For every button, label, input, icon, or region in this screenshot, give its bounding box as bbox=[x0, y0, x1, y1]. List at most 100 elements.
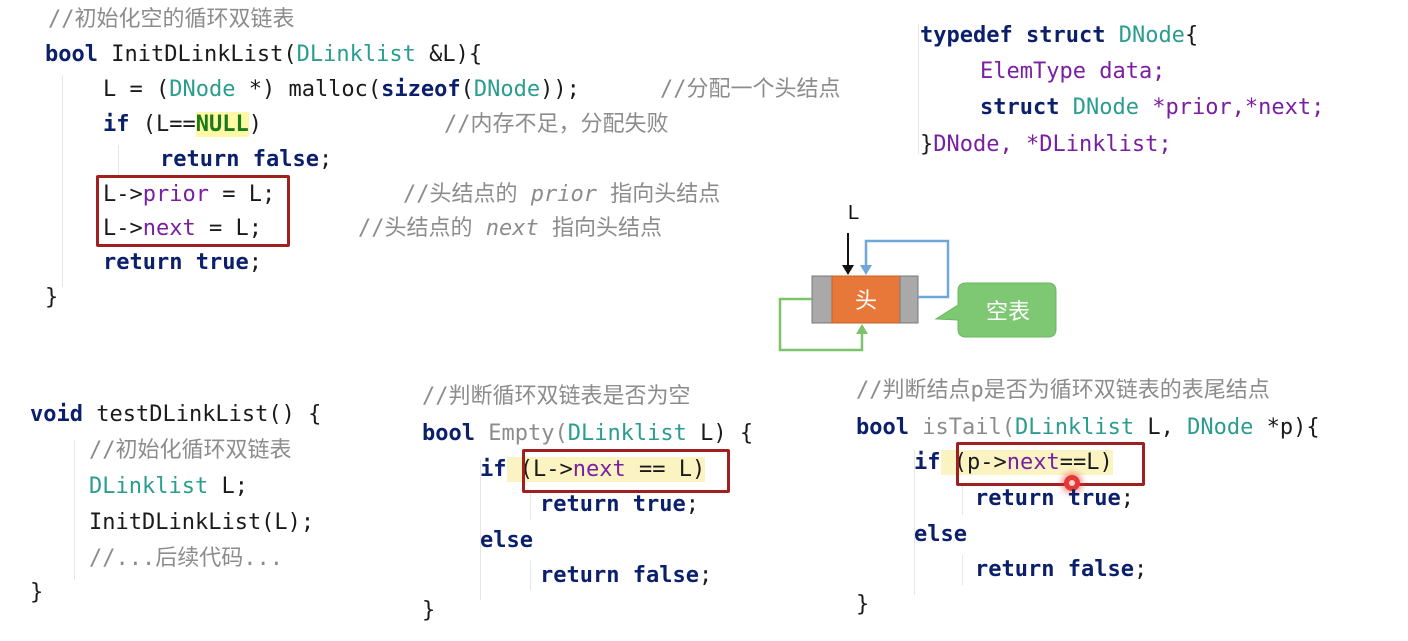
istail-close-brace: } bbox=[856, 592, 870, 617]
keyword: struct bbox=[1025, 23, 1106, 48]
indent-guide bbox=[914, 450, 915, 595]
type-name: DNode bbox=[1187, 415, 1254, 440]
null-constant: NULL bbox=[195, 112, 249, 137]
comment-text: //头结点的 bbox=[358, 216, 486, 241]
keyword: else bbox=[914, 522, 967, 547]
function-name: InitDLinkList( bbox=[97, 42, 297, 67]
code-text: ; bbox=[698, 563, 713, 588]
code-text: ; bbox=[318, 147, 333, 172]
keyword: return bbox=[540, 563, 620, 588]
type-name: DLinklist bbox=[89, 474, 209, 499]
indent-guide bbox=[962, 485, 963, 515]
cursor-pointer-dot bbox=[1064, 475, 1080, 491]
keyword: typedef bbox=[920, 23, 1013, 48]
function-name: isTail( bbox=[908, 415, 1015, 440]
keyword: return bbox=[540, 492, 620, 517]
code-text: ==L) bbox=[1059, 450, 1113, 475]
keyword: true bbox=[632, 492, 686, 517]
keyword: struct bbox=[980, 95, 1060, 120]
keyword: return bbox=[975, 557, 1055, 582]
keyword: bool bbox=[45, 42, 98, 67]
pointer-arrow-head bbox=[842, 265, 854, 275]
next-self-arrow bbox=[864, 239, 950, 299]
empty-list-callout bbox=[934, 282, 1057, 338]
highlight-box-assignments bbox=[96, 175, 290, 247]
head-node bbox=[831, 275, 901, 324]
type-name: DNode bbox=[1072, 95, 1139, 120]
code-text: ; bbox=[248, 250, 262, 275]
keyword: return bbox=[160, 147, 240, 172]
test-signature: void testDLinkList() { bbox=[30, 400, 321, 430]
code-text: ; bbox=[685, 492, 699, 517]
code-text: ) bbox=[248, 112, 262, 137]
empty-return-true: return true; bbox=[540, 490, 699, 520]
type-name: DLinklist bbox=[567, 421, 687, 446]
type-name: DLinklist bbox=[1014, 415, 1135, 440]
keyword: if bbox=[480, 457, 507, 482]
member-name: next bbox=[142, 216, 196, 241]
member-declaration: ElemType data; bbox=[980, 59, 1166, 84]
keyword: else bbox=[480, 528, 533, 553]
code-text: L = ( bbox=[103, 77, 170, 102]
typedef-line: typedef struct DNode{ bbox=[920, 21, 1198, 51]
keyword: false bbox=[1067, 557, 1134, 582]
code-text: L-> bbox=[103, 182, 143, 207]
prior-arrow-head bbox=[856, 324, 868, 334]
comment-text: //头结点的 bbox=[403, 182, 531, 207]
callout-label: 空表 bbox=[986, 300, 1030, 325]
keyword: false bbox=[252, 147, 319, 172]
next-arrow-head bbox=[860, 265, 872, 275]
empty-if-line: if (L->next == L) bbox=[480, 455, 706, 485]
code-text: *p){ bbox=[1253, 415, 1320, 440]
typedef-names: DNode, *DLinklist; bbox=[933, 132, 1172, 157]
type-name: DNode bbox=[473, 77, 541, 102]
code-text: (p-> bbox=[940, 450, 1007, 475]
next-assign-line: L->next = L; bbox=[103, 214, 262, 244]
keyword: if bbox=[103, 112, 130, 137]
test-close-brace: } bbox=[30, 580, 44, 605]
istail-return-true: return true; bbox=[975, 484, 1134, 514]
istail-else: else bbox=[914, 520, 967, 550]
indent-guide bbox=[118, 145, 119, 175]
keyword: true bbox=[195, 250, 249, 275]
init-comment: //初始化空的循环双链表 bbox=[48, 7, 295, 32]
prior-comment: //头结点的 prior 指向头结点 bbox=[403, 180, 720, 210]
istail-signature: bool isTail(DLinklist L, DNode *p){ bbox=[856, 413, 1320, 443]
indent-guide bbox=[74, 440, 75, 580]
istail-return-false: return false; bbox=[975, 555, 1147, 585]
indent-guide bbox=[530, 490, 531, 520]
code-text: = L; bbox=[195, 216, 262, 241]
indent-guide bbox=[918, 24, 919, 154]
if-null-comment: //内存不足，分配失败 bbox=[444, 112, 669, 137]
comment-emphasis: prior bbox=[530, 182, 597, 207]
code-text: L, bbox=[1134, 415, 1188, 440]
member-declaration: *prior,*next; bbox=[1138, 95, 1325, 120]
member-name: next bbox=[1006, 450, 1060, 475]
next-field bbox=[899, 275, 919, 324]
code-text: ( bbox=[460, 77, 474, 102]
if-null-line: if (L==NULL) bbox=[103, 110, 262, 140]
init-close-brace: } bbox=[45, 285, 59, 310]
type-name: DNode bbox=[1118, 23, 1185, 48]
code-text: ; bbox=[1133, 557, 1148, 582]
empty-else: else bbox=[480, 526, 533, 556]
code-text: == L) bbox=[625, 457, 706, 482]
empty-signature: bool Empty(DLinklist L) { bbox=[422, 419, 753, 449]
comment-text: 指向头结点 bbox=[596, 182, 721, 207]
keyword: return bbox=[975, 486, 1055, 511]
istail-if-line: if (p->next==L) bbox=[914, 448, 1113, 478]
function-name: testDLinkList() { bbox=[82, 402, 322, 427]
test-call-line: InitDLinkList(L); bbox=[89, 510, 315, 535]
next-comment: //头结点的 next 指向头结点 bbox=[358, 214, 662, 244]
code-text: ; bbox=[1120, 486, 1134, 511]
struct-close-line: }DNode, *DLinklist; bbox=[920, 130, 1172, 160]
empty-list-diagram: L 头 空表 bbox=[778, 202, 1057, 352]
empty-return-false: return false; bbox=[540, 561, 712, 591]
return-true-line: return true; bbox=[103, 248, 262, 278]
keyword: sizeof bbox=[381, 77, 461, 102]
code-text: = L; bbox=[208, 182, 276, 207]
code-text: } bbox=[920, 132, 934, 157]
istail-comment: //判断结点p是否为循环双链表的表尾结点 bbox=[856, 378, 1270, 403]
comment-text: 指向头结点 bbox=[538, 216, 662, 241]
prior-assign-line: L->prior = L; bbox=[103, 180, 275, 210]
